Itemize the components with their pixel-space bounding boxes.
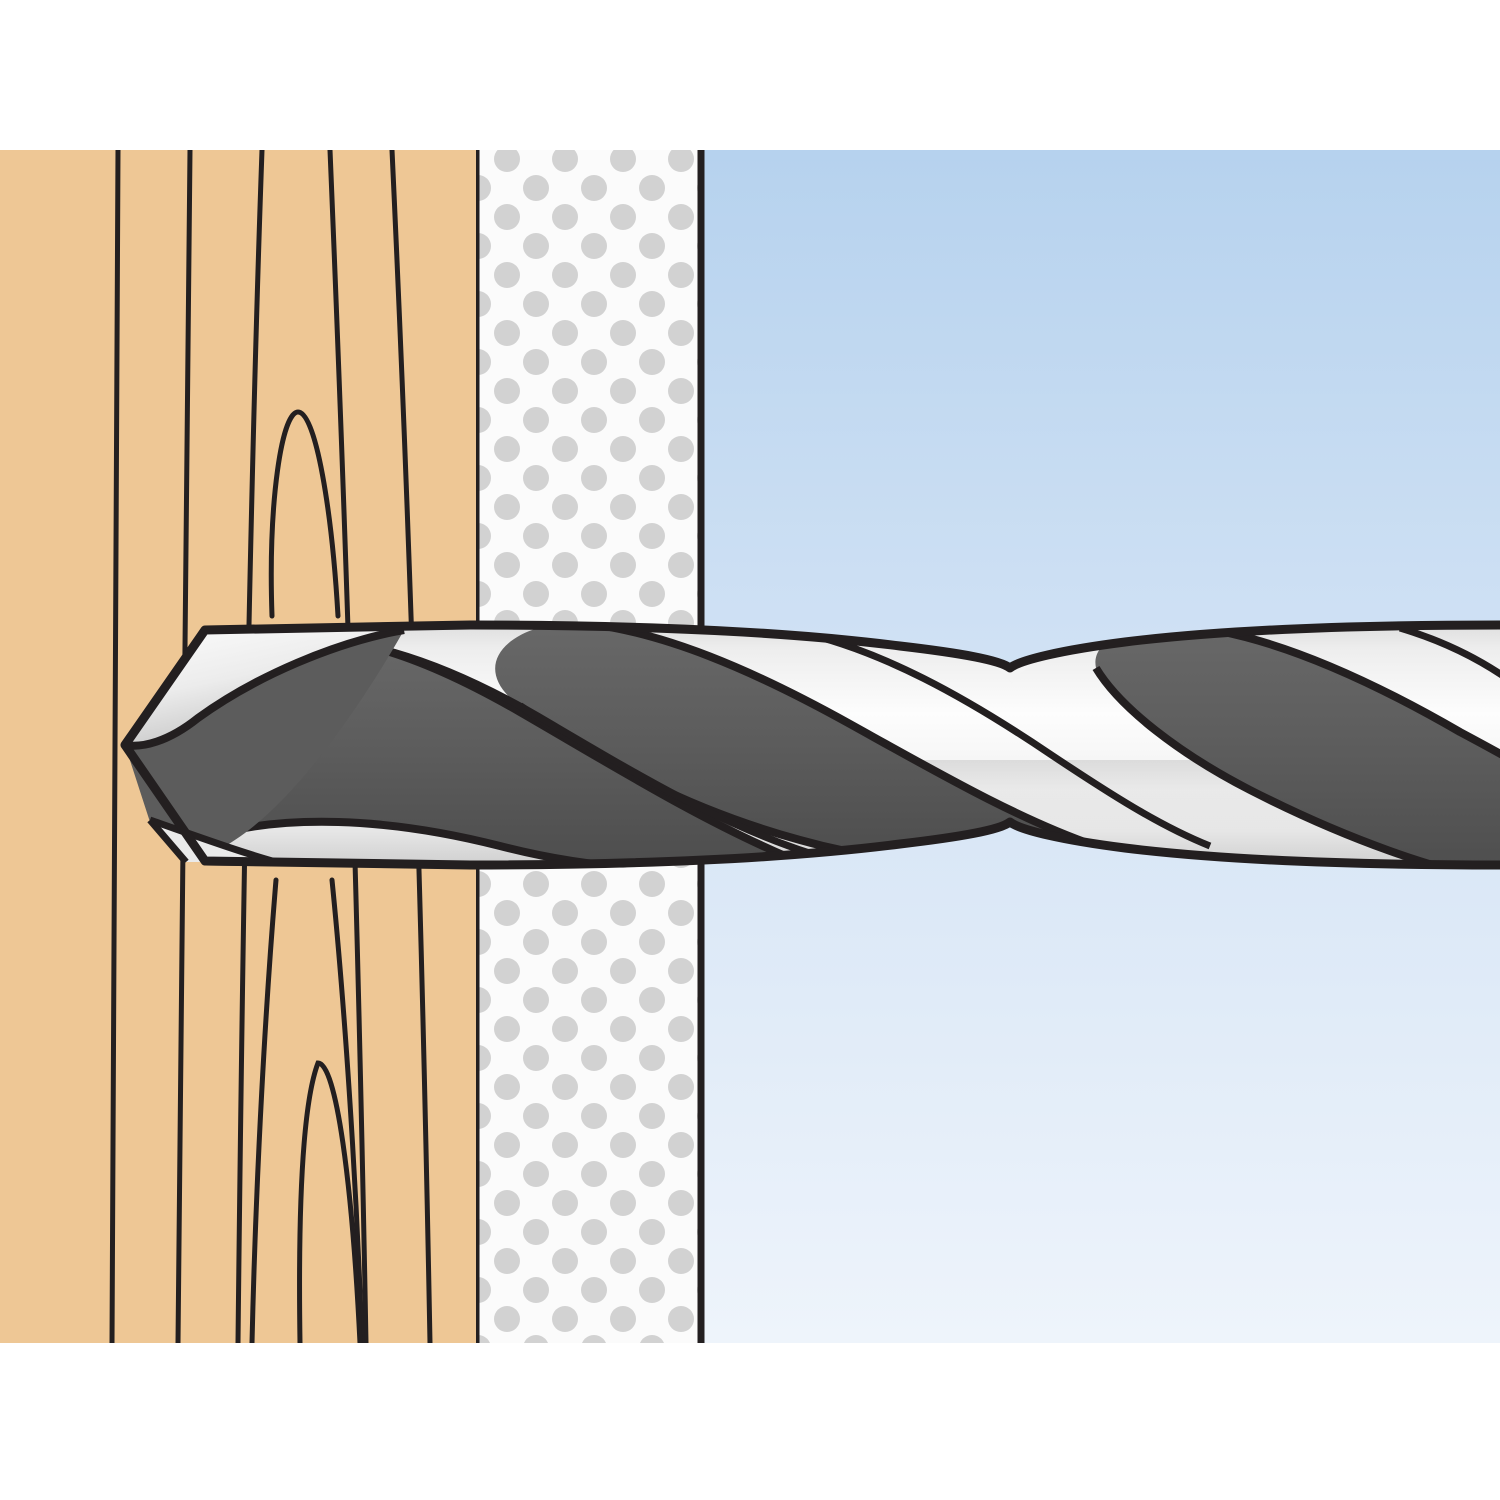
wood-grain-knot [268, 409, 341, 619]
wood-grain-line [249, 877, 279, 1343]
drill-flute [495, 625, 1096, 864]
drill-flute-outline [1092, 665, 1500, 865]
drill-flute-outline [194, 817, 791, 865]
drill-chisel-face-outline [124, 626, 405, 750]
wood-grain-line [175, 150, 193, 1343]
twist-drill-bit[interactable] [100, 600, 1500, 900]
bottom-white-margin [0, 1343, 1500, 1500]
wood-grain-knot [297, 1060, 363, 1343]
drill-point-relief-outline [147, 817, 189, 865]
drill-land-ridge [1398, 625, 1500, 695]
drill-flute [1095, 625, 1500, 865]
wood-grain-line [109, 150, 121, 1343]
drill-point [124, 626, 405, 866]
wood-grain-line [329, 877, 365, 1343]
drill-flute-outline [569, 625, 1098, 850]
drill-flute-outline [1184, 625, 1500, 772]
top-white-margin [0, 0, 1500, 150]
drill-chisel-face [125, 630, 404, 862]
drill-body-outline [120, 620, 1500, 870]
drill-land-ridge [789, 626, 1212, 850]
